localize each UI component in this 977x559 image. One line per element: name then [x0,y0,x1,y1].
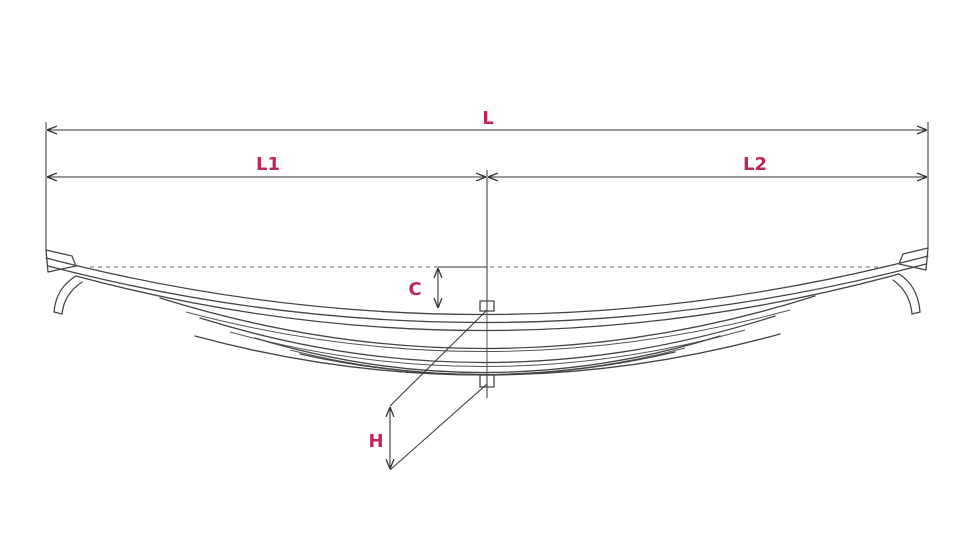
label-h: H [368,431,383,452]
dimension-c [438,266,487,308]
label-l1: L1 [256,154,280,175]
leaf-spring [45,247,929,388]
label-l2: L2 [743,154,767,175]
label-c: C [408,279,421,300]
label-l: L [482,108,493,129]
dimension-h [390,309,488,471]
